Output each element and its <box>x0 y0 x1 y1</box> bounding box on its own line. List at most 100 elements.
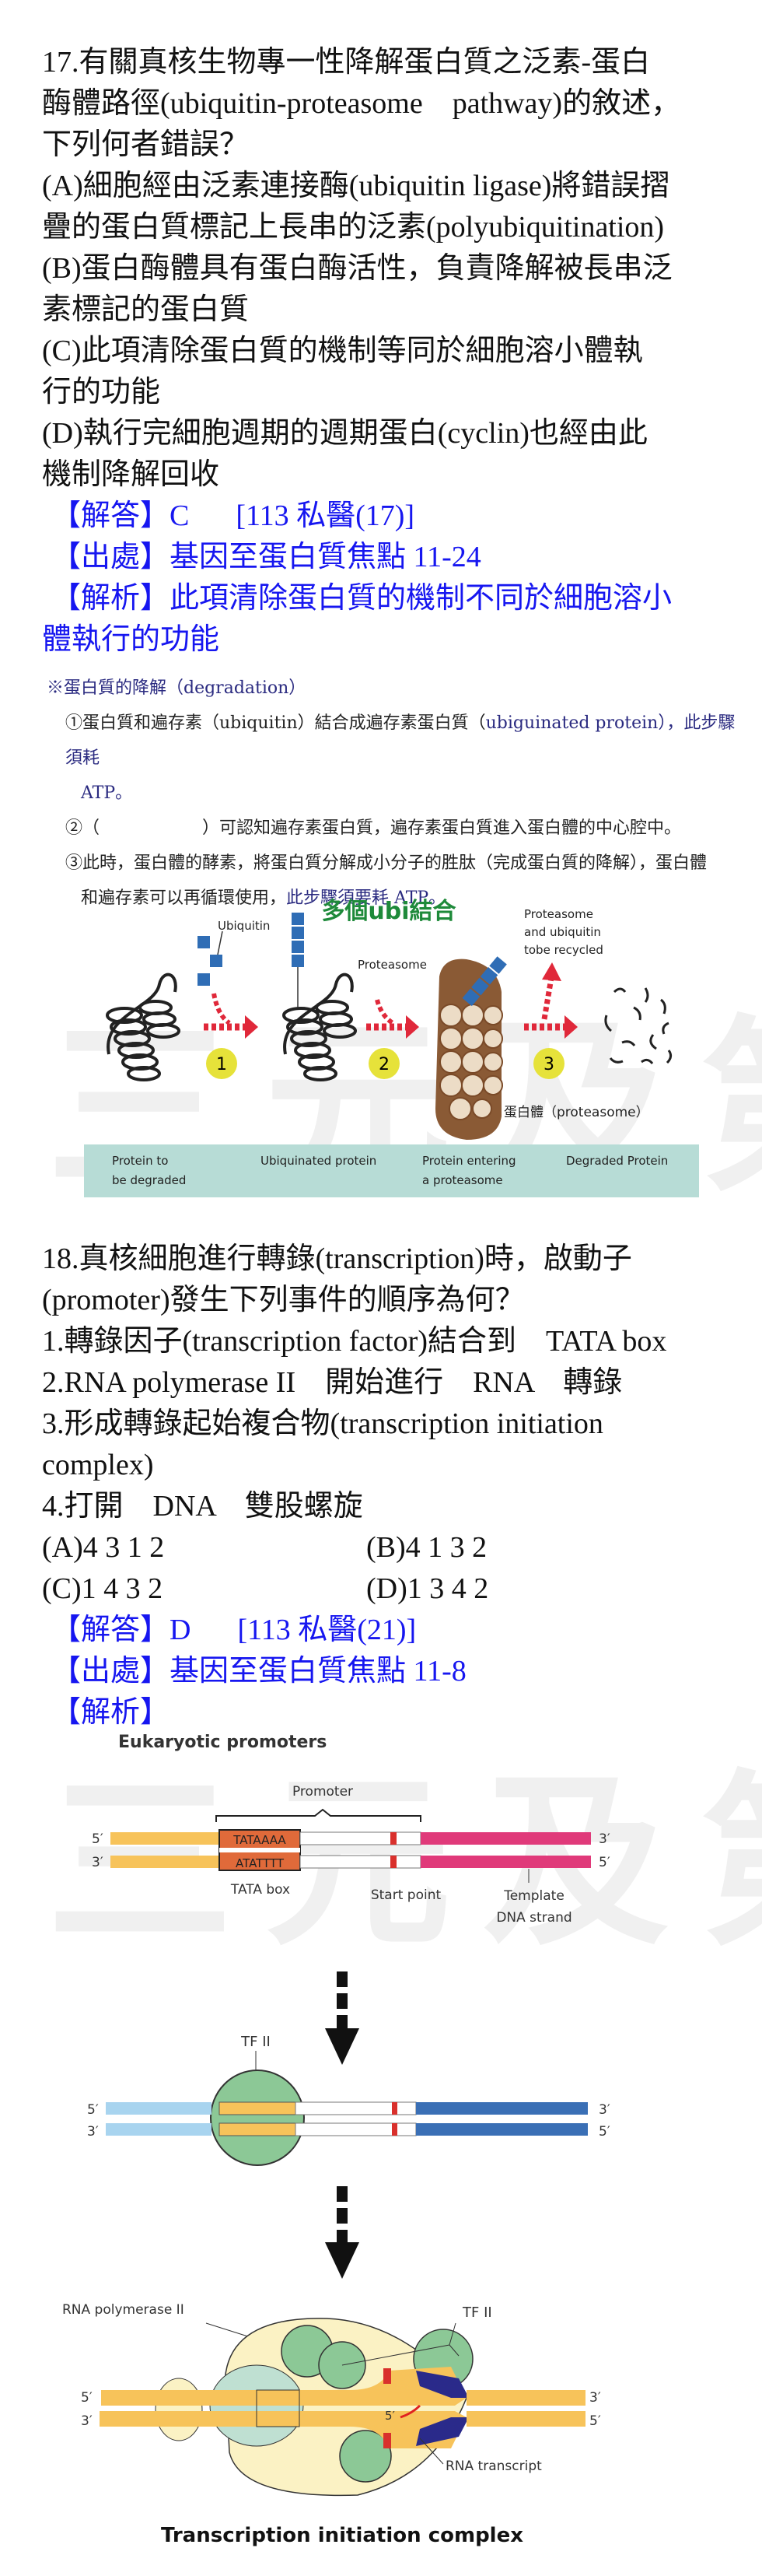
notes-step-1-cont: ATP。 <box>81 783 133 803</box>
answer-line: 【解答】D [113 私醫(21)] <box>42 1610 750 1651</box>
degraded-fragments-icon <box>604 987 673 1064</box>
ubiquitin-icon <box>197 936 222 986</box>
proteasome-label: Proteasome <box>358 958 427 972</box>
explanation-text: 此項清除蛋白質的機制不同於細胞溶小 <box>170 582 673 615</box>
ubiquitin-proteasome-diagram: 多個ubi結合 Ubiquitin 1 Proteasome 2 <box>84 899 699 1197</box>
event-3: 3.形成轉錄起始複合物(transcription initiation <box>42 1407 603 1440</box>
option-c-cont: 行的功能 <box>42 376 161 408</box>
three-prime-label: 3′ <box>599 1831 610 1847</box>
question-18-line: 18.真核細胞進行轉錄(transcription)時，啟動子 <box>42 1242 632 1275</box>
ubiquitin-label: Ubiquitin <box>218 919 270 933</box>
step-2-circle <box>369 1048 400 1079</box>
proteasome-icon <box>435 956 507 1140</box>
option-b: (B)4 1 3 2 <box>366 1531 488 1564</box>
option-b: (B)蛋白酶體具有蛋白酶活性，負責降解被長串泛 <box>42 252 673 285</box>
step-1-circle <box>206 1048 237 1079</box>
five-prime-label: 5′ <box>599 1855 610 1870</box>
diagram-title: 多個ubi結合 <box>321 899 456 925</box>
step-1-text: ①蛋白質和遍存素（ubiquitin）結合成遍存素蛋白質（ <box>65 713 486 733</box>
question-18-line: (promoter)發生下列事件的順序為何？ <box>42 1284 525 1316</box>
options-row: (A)4 3 1 2 (B)4 1 3 2 <box>42 1527 750 1568</box>
down-arrow-icon <box>325 2186 359 2279</box>
tf2-protein <box>210 2070 305 2166</box>
five-prime-label: 5′ <box>589 2413 601 2429</box>
rna-transcript-label: RNA transcript <box>446 2459 542 2474</box>
caption-1a: Protein to <box>112 1154 168 1168</box>
option-d-cont: 機制降解回收 <box>42 458 220 491</box>
tf2-label: TF II <box>240 2034 271 2050</box>
recycle-arrow <box>542 962 561 981</box>
protein-coil-icon <box>106 973 180 1081</box>
caption-4: Degraded Protein <box>566 1154 668 1168</box>
step-3-number: 3 <box>544 1055 554 1074</box>
step-1-highlight: ubiguinated protein），此步驟須耗 <box>65 713 736 768</box>
explanation-label: 【解析】 <box>51 1696 170 1729</box>
three-prime-label: 3′ <box>92 1855 103 1870</box>
five-prime-label: 5′ <box>92 1831 103 1847</box>
option-a: (A)細胞經由泛素連接酶(ubiquitin ligase)將錯誤摺 <box>42 170 670 202</box>
explanation-line: 【解析】此項清除蛋白質的機制不同於細胞溶小 <box>42 578 750 619</box>
recycled-label-3: tobe recycled <box>524 943 603 957</box>
template-strand <box>421 1856 591 1868</box>
rna-transcript <box>400 2404 421 2419</box>
three-prime-label: 3′ <box>81 2413 93 2429</box>
option-a: (A)4 3 1 2 <box>42 1531 165 1564</box>
origin-value: 基因至蛋白質焦點 11-8 <box>170 1655 467 1688</box>
explanation-label: 【解析】 <box>51 582 170 615</box>
option-d: (D)1 3 4 2 <box>366 1572 489 1605</box>
recycled-label-1: Proteasome <box>524 907 593 921</box>
event-3-cont: complex) <box>42 1449 154 1481</box>
template-label-2: DNA strand <box>496 1910 572 1926</box>
five-prime-label: 5′ <box>81 2390 93 2406</box>
rna-polymerase-label: RNA polymerase II <box>62 2302 184 2318</box>
three-prime-label: 3′ <box>589 2390 601 2406</box>
eukaryotic-promoter-diagram: Eukaryotic promoters Promoter 5′ 3′ TATA… <box>62 1733 610 2547</box>
step-3-text: 和遍存素可以再循環使用， <box>81 888 287 908</box>
options-row: (C)1 4 3 2 (D)1 3 4 2 <box>42 1568 750 1610</box>
origin-label: 【出處】 <box>51 541 170 573</box>
caption-3a: Protein entering <box>422 1154 516 1168</box>
figure-title: Eukaryotic promoters <box>118 1733 327 1752</box>
caption-bar <box>84 1144 699 1197</box>
question-17-line: 17.有關真核生物專一性降解蛋白質之泛素-蛋白 <box>42 46 651 79</box>
answer-label: 【解答】 <box>51 1614 170 1646</box>
answer-label: 【解答】 <box>51 499 170 532</box>
caption-2: Ubiquinated protein <box>260 1154 376 1168</box>
tata-top-seq: TATAAAA <box>232 1833 286 1847</box>
origin-line: 【出處】基因至蛋白質焦點 11-8 <box>42 1651 750 1692</box>
origin-line: 【出處】基因至蛋白質焦點 11-24 <box>42 537 750 578</box>
answer-source: [113 私醫(17)] <box>236 499 415 532</box>
down-arrow-icon <box>325 1971 359 2065</box>
question-17: 17.有關真核生物專一性降解蛋白質之泛素-蛋白 酶體路徑(ubiquitin-p… <box>42 42 750 661</box>
recycled-label-2: and ubiquitin <box>524 925 601 939</box>
answer-value: D <box>170 1614 191 1646</box>
option-a-cont: 疊的蛋白質標記上長串的泛素(polyubiquitination) <box>42 211 665 244</box>
caption-1b: be degraded <box>112 1173 186 1187</box>
answer-line: 【解答】C[113 私醫(17)] <box>42 496 750 537</box>
promoter-bracket <box>215 1808 421 1822</box>
event-2: 2.RNA polymerase II 開始進行 RNA 轉錄 <box>42 1366 623 1399</box>
notes-title: ※蛋白質的降解（degradation） <box>47 678 306 698</box>
tata-box-label: TATA box <box>230 1882 290 1898</box>
step-2-number: 2 <box>379 1055 390 1074</box>
complex-title: Transcription initiation complex <box>161 2524 523 2547</box>
caption-3b: a proteasome <box>422 1173 503 1187</box>
tf2-label: TF II <box>462 2304 492 2321</box>
option-b-cont: 素標記的蛋白質 <box>42 293 250 326</box>
degradation-notes: ※蛋白質的降解（degradation） ①蛋白質和遍存素（ubiquitin）… <box>47 671 746 916</box>
option-c: (C)1 4 3 2 <box>42 1572 163 1605</box>
question-17-line: 酶體路徑(ubiquitin-proteasome pathway)的敘述， <box>42 87 681 120</box>
tata-bottom-seq: ATATTTT <box>236 1856 285 1870</box>
three-prime-label: 3′ <box>599 2102 610 2118</box>
five-prime-label: 5′ <box>385 2409 396 2423</box>
event-4: 4.打開 DNA 雙股螺旋 <box>42 1490 363 1523</box>
step-3-circle <box>533 1048 565 1079</box>
answer-source: [113 私醫(21)] <box>237 1614 417 1646</box>
step-3-highlight: 此步驟須要耗 ATP。 <box>286 888 446 908</box>
option-d: (D)執行完細胞週期的週期蛋白(cyclin)也經由此 <box>42 417 648 450</box>
start-point-label: Start point <box>371 1887 442 1903</box>
five-prime-label: 5′ <box>599 2124 610 2140</box>
explanation-line-cont: 體執行的功能 <box>42 623 220 656</box>
proteasome-cn-label: 蛋白體（proteasome） <box>504 1105 649 1120</box>
five-prime-label: 5′ <box>87 2102 99 2118</box>
